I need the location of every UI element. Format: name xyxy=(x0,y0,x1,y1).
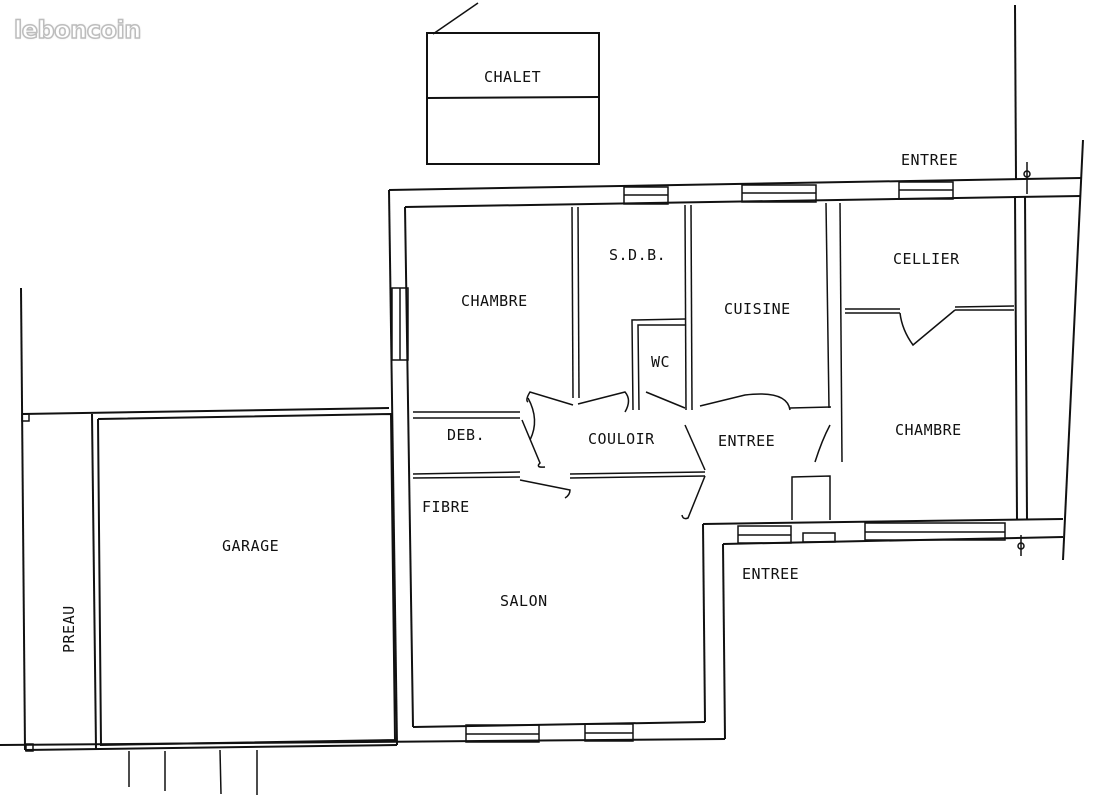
interior-walls xyxy=(412,202,1015,520)
door-swings xyxy=(519,309,956,520)
label-entree-bottom: ENTREE xyxy=(742,565,799,583)
room-label-garage: GARAGE xyxy=(222,537,279,555)
boundary-line-far-right xyxy=(1062,139,1084,561)
room-label-salon: SALON xyxy=(500,592,548,610)
garage-structure xyxy=(21,407,398,795)
room-label-chambre-2: CHAMBRE xyxy=(895,421,962,439)
chalet-structure xyxy=(426,2,600,165)
room-label-preau: PREAU xyxy=(60,605,78,653)
label-entree-top: ENTREE xyxy=(901,151,958,169)
room-label-cellier: CELLIER xyxy=(893,250,960,268)
house-outer-walls xyxy=(0,162,1082,746)
room-label-sdb: S.D.B. xyxy=(609,246,666,264)
room-label-wc: WC xyxy=(651,353,670,371)
room-label-entree-interior: ENTREE xyxy=(718,432,775,450)
room-label-chalet: CHALET xyxy=(484,68,541,86)
room-label-chambre-1: CHAMBRE xyxy=(461,292,528,310)
room-label-cuisine: CUISINE xyxy=(724,300,791,318)
room-label-deb: DEB. xyxy=(447,426,485,444)
leboncoin-watermark-logo: leboncoin xyxy=(13,15,142,45)
room-label-couloir: COULOIR xyxy=(588,430,655,448)
boundary-line-right xyxy=(1014,4,1017,181)
boundary-line-left xyxy=(20,287,26,751)
label-fibre: FIBRE xyxy=(422,498,470,516)
